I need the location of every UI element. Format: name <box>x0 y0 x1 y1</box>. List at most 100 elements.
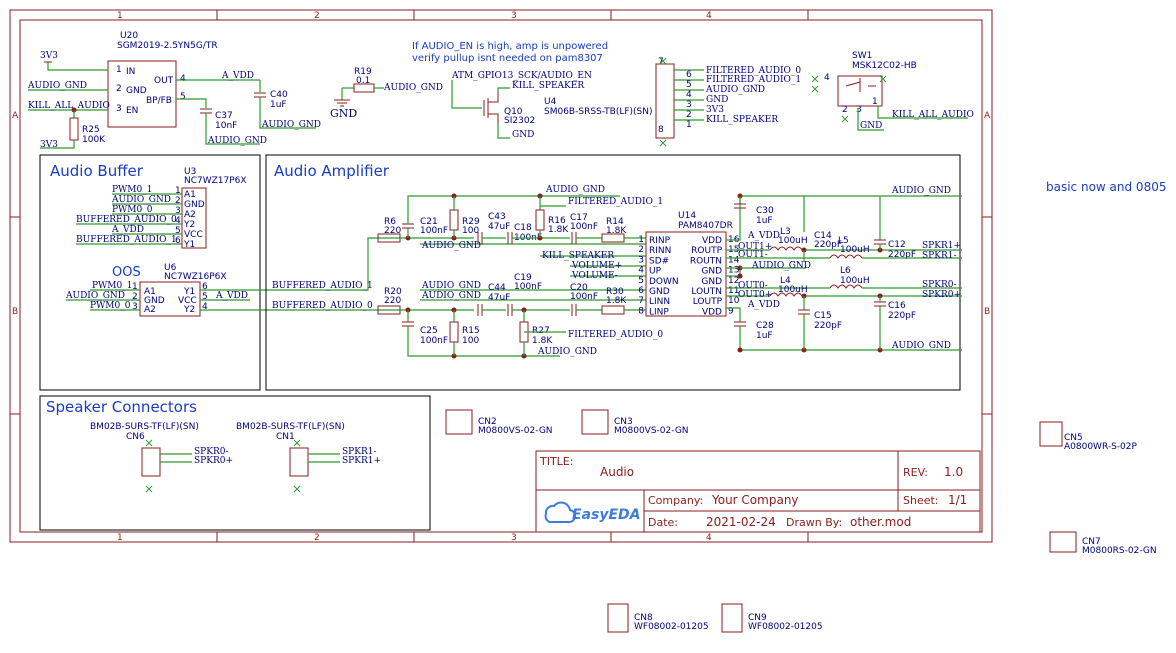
svg-text:C12: C12 <box>888 240 906 250</box>
svg-text:1.8K: 1.8K <box>606 226 627 236</box>
buffer-u6[interactable]: U6 NC7WZ16P6X A1 GND A2 Y1 VCC Y2 <box>139 263 227 317</box>
svg-text:C14: C14 <box>814 231 832 241</box>
amp-note-1: If AUDIO_EN is high, amp is unpowered <box>412 41 608 52</box>
svg-text:Your Company: Your Company <box>711 493 799 507</box>
svg-text:CN3: CN3 <box>614 417 633 427</box>
svg-text:3: 3 <box>686 100 692 110</box>
connector-cn3[interactable] <box>581 409 609 435</box>
net-a-vdd: A_VDD <box>111 225 144 235</box>
regulator-u20[interactable]: U20 SGM2019-2.5YN5G/TR IN GND EN OUT BP/… <box>107 31 218 128</box>
net-spkr0m: SPKR0- <box>194 447 229 457</box>
connector-cn7[interactable] <box>1049 531 1077 553</box>
svg-text:3: 3 <box>132 302 138 312</box>
net-gnd: GND <box>860 121 882 131</box>
net-audio-gnd: AUDIO_GND <box>751 261 811 271</box>
svg-text:L3: L3 <box>780 227 791 237</box>
row-label: B <box>984 307 990 317</box>
connector-cn1[interactable] <box>289 447 309 477</box>
svg-text:2: 2 <box>842 105 848 115</box>
svg-text:EN: EN <box>126 106 138 116</box>
net-buffered-1: BUFFERED_AUDIO_1 <box>76 235 177 245</box>
buffer-u3[interactable]: U3 NC7WZ17P6X A1 GND A2 Y2 VCC Y1 <box>181 167 247 250</box>
svg-text:Y2: Y2 <box>183 220 195 230</box>
u14-pin-label: ROUTN <box>690 256 722 266</box>
svg-text:5: 5 <box>175 226 181 236</box>
u14-pin-label: RINN <box>649 246 671 256</box>
connector-cn9[interactable] <box>721 603 743 633</box>
svg-text:NC7WZ16P6X: NC7WZ16P6X <box>164 272 227 282</box>
row-label: A <box>984 111 991 121</box>
connector-cn8[interactable] <box>607 603 629 633</box>
net-filtered-0: FILTERED_AUDIO_0 <box>706 66 801 76</box>
svg-text:2021-02-24: 2021-02-24 <box>706 515 776 529</box>
svg-text:CN6: CN6 <box>126 432 145 442</box>
svg-text:1: 1 <box>132 282 138 292</box>
connector-cn6[interactable] <box>141 447 161 477</box>
section-title: Speaker Connectors <box>46 398 197 416</box>
connector-cn2[interactable] <box>445 409 473 435</box>
svg-text:M0800VS-02-GN: M0800VS-02-GN <box>614 426 689 436</box>
svg-text:1uF: 1uF <box>270 100 287 110</box>
title-block: TITLE: Audio REV: 1.0 Company: Your Comp… <box>535 450 981 533</box>
svg-text:2: 2 <box>175 196 181 206</box>
svg-text:VCC: VCC <box>178 296 197 306</box>
net-atm-gpio: ATM_GPIO13_SCK/AUDIO_EN <box>451 71 592 81</box>
col-label: 2 <box>314 533 320 543</box>
svg-text:C40: C40 <box>270 90 288 100</box>
svg-text:2: 2 <box>116 84 122 94</box>
svg-text:BP/FB: BP/FB <box>146 96 172 106</box>
svg-text:1: 1 <box>175 186 181 196</box>
svg-text:R6: R6 <box>384 217 396 227</box>
u14-pin-number: 6 <box>638 286 644 296</box>
sheet-frame: 1 2 3 4 1 2 3 4 A B A B <box>9 9 993 543</box>
audio-amplifier-box <box>265 154 961 391</box>
svg-text:1uF: 1uF <box>756 216 773 226</box>
net-filtered-1: FILTERED_AUDIO_1 <box>706 75 801 85</box>
svg-text:M0800VS-02-GN: M0800VS-02-GN <box>478 426 553 436</box>
svg-text:1: 1 <box>686 120 692 130</box>
svg-text:other.mod: other.mod <box>850 515 911 529</box>
net-audio-gnd: AUDIO_GND <box>891 186 951 196</box>
amplifier-u14[interactable]: U14 PAM8407DR RINP1RINN2SD#3UP4DOWN5GND6… <box>638 211 739 317</box>
svg-text:C43: C43 <box>488 212 506 222</box>
svg-text:8: 8 <box>658 125 664 135</box>
connector-cn5[interactable] <box>1039 421 1063 447</box>
net-audio-gnd: AUDIO_GND <box>261 120 321 130</box>
net-audio-gnd: AUDIO_GND <box>421 291 481 301</box>
col-label: 2 <box>314 11 320 21</box>
svg-text:WF08002-01205: WF08002-01205 <box>634 622 709 632</box>
u14-pin-number: 1 <box>638 235 644 245</box>
svg-text:GND: GND <box>144 296 165 306</box>
net-a-vdd: A_VDD <box>747 300 780 310</box>
svg-text:Sheet:: Sheet: <box>903 494 939 507</box>
u14-pin-label: GND <box>701 267 722 277</box>
svg-text:Y2: Y2 <box>183 305 195 315</box>
u14-pin-number: 5 <box>638 276 644 286</box>
net-spkr1p: SPKR1+ <box>342 456 381 466</box>
net-3v3: 3V3 <box>706 105 724 115</box>
svg-text:4: 4 <box>180 74 186 84</box>
net-a-vdd: A_VDD <box>747 231 780 241</box>
svg-text:C15: C15 <box>814 311 832 321</box>
svg-text:6: 6 <box>175 236 181 246</box>
svg-text:GND: GND <box>184 200 205 210</box>
svg-text:SGM2019-2.5YN5G/TR: SGM2019-2.5YN5G/TR <box>117 41 218 51</box>
svg-text:100uH: 100uH <box>778 285 808 295</box>
row-label: B <box>12 307 18 317</box>
net-audio-gnd: AUDIO_GND <box>545 185 605 195</box>
svg-text:R15: R15 <box>462 326 480 336</box>
svg-text:100uH: 100uH <box>840 245 870 255</box>
u14-pin-label: ROUTP <box>691 246 722 256</box>
svg-text:5: 5 <box>202 292 208 302</box>
svg-text:CN7: CN7 <box>1082 537 1101 547</box>
speaker-connectors-box <box>39 395 431 531</box>
net-a-vdd: A_VDD <box>221 71 254 81</box>
svg-text:A2: A2 <box>144 305 156 315</box>
u14-pin-number: 2 <box>638 245 644 255</box>
svg-text:SW1: SW1 <box>852 51 872 61</box>
svg-text:1.8K: 1.8K <box>532 336 553 346</box>
u14-pin-label: LOUTN <box>691 287 722 297</box>
svg-text:BM02B-SURS-TF(LF)(SN): BM02B-SURS-TF(LF)(SN) <box>90 422 199 432</box>
svg-text:220pF: 220pF <box>888 311 916 321</box>
col-label: 3 <box>511 533 517 543</box>
